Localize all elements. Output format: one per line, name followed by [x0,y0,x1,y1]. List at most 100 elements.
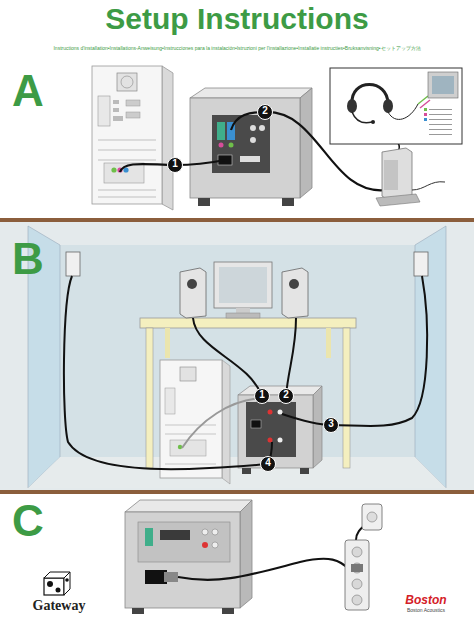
pc-tower [92,66,173,210]
power-strip [352,595,362,605]
gateway-logo [64,572,70,595]
subwoofer [125,500,252,614]
gateway-logo [44,578,64,595]
power-strip [351,564,363,572]
brand-subtitle: Boston Acoustics [396,607,456,613]
desk-speaker [180,268,206,318]
pc-tower [160,360,222,478]
headset-inset [371,120,375,124]
power-strip [345,540,369,610]
desk-speaker [289,279,299,289]
pc-tower [160,360,230,484]
power-strip [352,563,362,573]
satellite-speaker [376,148,445,206]
subwoofer [190,88,312,206]
headset-inset [420,100,430,108]
power-strip [345,540,369,610]
pc-tower [113,108,119,112]
satellite-speaker [382,148,412,200]
desk [140,318,356,468]
subwoofer [268,438,273,443]
desk [165,328,170,358]
pc-tower [180,367,196,381]
wall-outlet [362,504,382,530]
callout-number: 2 [258,105,272,116]
pc-tower [222,360,230,484]
speaker-wire [282,414,331,425]
room [28,457,446,488]
room [0,222,474,490]
headset-inset [352,112,372,123]
desk-speaker [180,268,308,318]
subwoofer [250,125,256,131]
desk [343,328,350,468]
headset-inset [428,72,458,98]
subwoofer [198,198,210,206]
speaker-wire [286,318,296,396]
monitor [226,313,260,318]
speaker-wire [182,398,262,448]
pc-tower [117,73,137,91]
pc-tower [98,96,110,126]
speaker-wire [331,276,427,426]
page-title: Setup Instructions [0,2,474,36]
subwoofer [212,542,218,548]
headset-inset [424,108,427,111]
speaker-wire [64,276,268,469]
pc-tower [165,425,216,426]
subwoofer [164,572,178,582]
subwoofer [300,88,312,198]
power-strip [352,547,362,557]
pc-tower [111,167,116,172]
callout-circle: 4 [260,456,276,472]
headset-inset [429,134,452,135]
wall-outlet [362,504,382,530]
subwoofer [259,125,265,131]
callout-circle: 1 [254,388,270,404]
pc-tower [165,388,175,414]
pc-tower [170,440,206,456]
monitor [214,262,272,308]
speaker-wire [193,318,262,396]
section-letter: A [12,66,44,116]
pc-tower [126,112,140,118]
monitor [214,262,272,318]
subwoofer [242,468,251,474]
subwoofer [132,608,144,614]
subwoofer [250,137,256,143]
subwoofer [300,468,309,474]
section-band: C [0,494,474,626]
section-band: 12 3 4 B [0,222,474,490]
subwoofer [278,410,283,415]
headset-inset [347,99,357,113]
subwoofer [125,512,240,608]
brand-logo: Gateway [24,598,94,614]
callout-circle: 2 [278,388,294,404]
subwoofer [212,529,218,535]
subwoofer [238,395,313,468]
section-divider [0,218,474,222]
speaker-wire [268,442,272,464]
wall-outlet [367,512,377,522]
pc-tower [121,76,133,88]
subwoofer [217,122,225,140]
pc-tower [165,464,216,465]
headset-inset [429,124,452,125]
callout-number: 3 [324,418,338,429]
satellite-speaker [376,194,420,206]
speaker-wire [64,276,427,469]
subwoofer [160,530,190,540]
satellite-speaker [384,160,398,190]
pc-tower [113,116,123,121]
subwoofer [212,115,270,173]
desk-speaker [187,279,197,289]
subwoofer [202,542,208,548]
section-band: 12A [0,58,474,218]
section-letter: B [12,234,44,284]
gateway-logo [65,578,69,582]
power-cable [178,520,370,580]
subwoofer [190,88,312,98]
pc-tower [98,160,156,161]
wall-speaker [66,252,80,276]
desk [140,318,356,328]
